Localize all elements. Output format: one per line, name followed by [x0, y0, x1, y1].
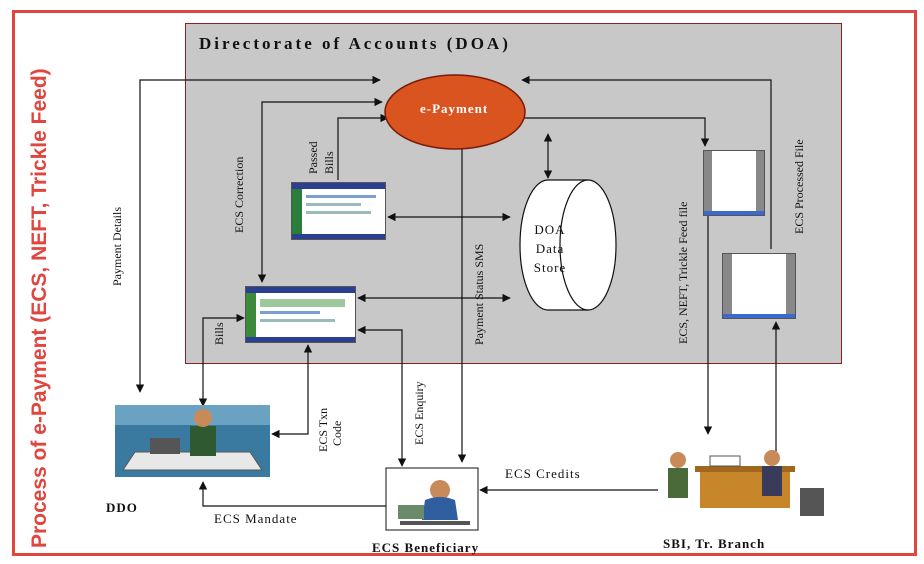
passed-bills-label-1: Passed — [306, 141, 320, 174]
doa-data-store — [519, 179, 617, 311]
ecs-credits-label: ECS Credits — [505, 466, 581, 481]
ecs-txn-code-label-1: ECS Txn — [316, 407, 330, 452]
trickle-feed-file-label: ECS, NEFT, Trickle Feed file — [676, 201, 690, 344]
doa-title: Directorate of Accounts (DOA) — [199, 34, 511, 53]
processed-file-label: ECS Processed File — [792, 139, 806, 234]
sbi-illustration — [668, 450, 824, 516]
e-payment-label: e-Payment — [420, 101, 489, 116]
passed-bills-arrow — [337, 113, 389, 180]
beneficiary-illustration — [385, 467, 479, 531]
payment-status-sms-label: Payment Status SMS — [472, 243, 486, 345]
ecs-txn-code-label-2: Code — [330, 420, 344, 446]
trickle-file-arrow — [524, 117, 710, 147]
payment-details-arrow — [135, 75, 381, 393]
ecs-enquiry-label: ECS Enquiry — [412, 381, 426, 445]
trickle-feed-file-screen — [703, 150, 765, 216]
data-store-label-2: Data — [535, 241, 565, 256]
ecs-mandate-arrow — [198, 481, 386, 507]
beneficiary-label: ECS Beneficiary — [372, 540, 480, 555]
ecs-mandate-label: ECS Mandate — [214, 511, 298, 526]
ecs-txn-code-arrow — [271, 344, 313, 439]
data-store-label-1: DOA — [534, 222, 566, 237]
e-payment-node — [384, 74, 526, 150]
ddo-label: DDO — [106, 500, 138, 515]
ecs-enquiry-arrow — [357, 325, 407, 467]
ecs-correction-label: ECS Correction — [232, 156, 246, 233]
processed-file-screen — [722, 253, 796, 319]
processed-file-arrow — [521, 75, 772, 249]
data-store-label-3: Store — [533, 260, 567, 275]
payment-details-label: Payment Details — [110, 207, 124, 286]
bills-ddo-arrow — [198, 313, 245, 407]
passed-bills-label-2: Bills — [322, 151, 336, 174]
ddo-illustration — [115, 405, 270, 477]
ecs-correction-arrow — [257, 97, 383, 283]
sbi-label: SBI, Tr. Branch — [663, 536, 766, 551]
bills-label: Bills — [212, 322, 226, 345]
